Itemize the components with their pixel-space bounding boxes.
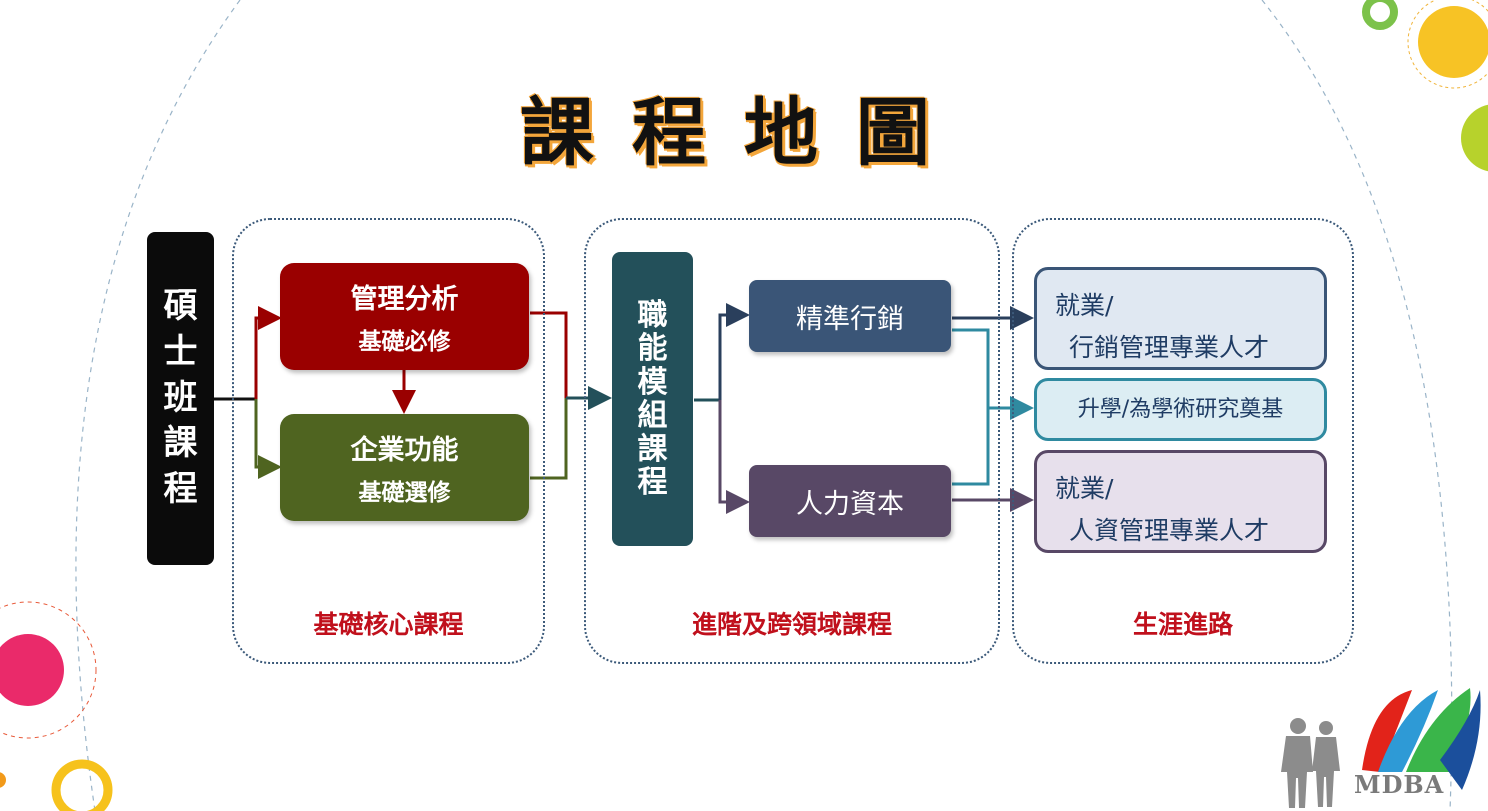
marketing-module: 精準行銷 [749,280,951,352]
card-subtitle: 基礎選修 [358,480,451,506]
elective-course-card: 企業功能 基礎選修 [280,414,529,521]
people-silhouette-icon [1281,718,1340,808]
module-label-char: 組 [637,398,668,433]
career-subtitle: 人資管理專業人才 [1069,516,1270,545]
human-capital-module: 人力資本 [749,465,951,537]
career-academic-box: 升學/為學術研究奠基 [1034,378,1327,441]
career-subtitle: 行銷管理專業人才 [1069,333,1270,362]
required-course-card: 管理分析 基礎必修 [280,263,529,370]
card-title: 企業功能 [350,435,459,466]
career-path-group [1012,218,1354,664]
competency-module-box: 職 能 模 組 課 程 [612,252,693,546]
advanced-courses-group [584,218,1000,664]
career-group-label: 生涯進路 [1132,610,1233,639]
advanced-group-label: 進階及跨領域課程 [691,610,892,639]
core-group-label: 基礎核心課程 [313,610,464,639]
masters-label-char: 班 [163,377,198,418]
masters-label-char: 課 [163,423,198,464]
masters-label-char: 程 [163,469,198,510]
masters-label-char: 士 [163,331,198,372]
career-marketing-box: 就業/ 行銷管理專業人才 [1034,267,1327,370]
module-label-char: 程 [637,465,668,500]
mdba-logo-icon [1362,688,1481,790]
masters-label-char: 碩 [163,286,198,327]
core-courses-group [232,218,545,664]
masters-program-box: 碩 士 班 課 程 [147,232,214,565]
career-title: 就業/ [1055,474,1114,503]
mdba-logo-text: MDBA [1354,770,1445,799]
card-title: 管理分析 [350,284,459,315]
page-title: 課程地圖 [520,90,968,176]
module-label-char: 模 [637,364,668,400]
career-academic-text: 升學/為學術研究奠基 [1077,397,1284,422]
module-label-char: 能 [637,331,668,366]
career-hr-box: 就業/ 人資管理專業人才 [1034,450,1327,553]
module-label-char: 課 [637,431,668,467]
career-title: 就業/ [1055,291,1114,320]
module-label-char: 職 [637,297,668,333]
card-subtitle: 基礎必修 [358,329,451,355]
